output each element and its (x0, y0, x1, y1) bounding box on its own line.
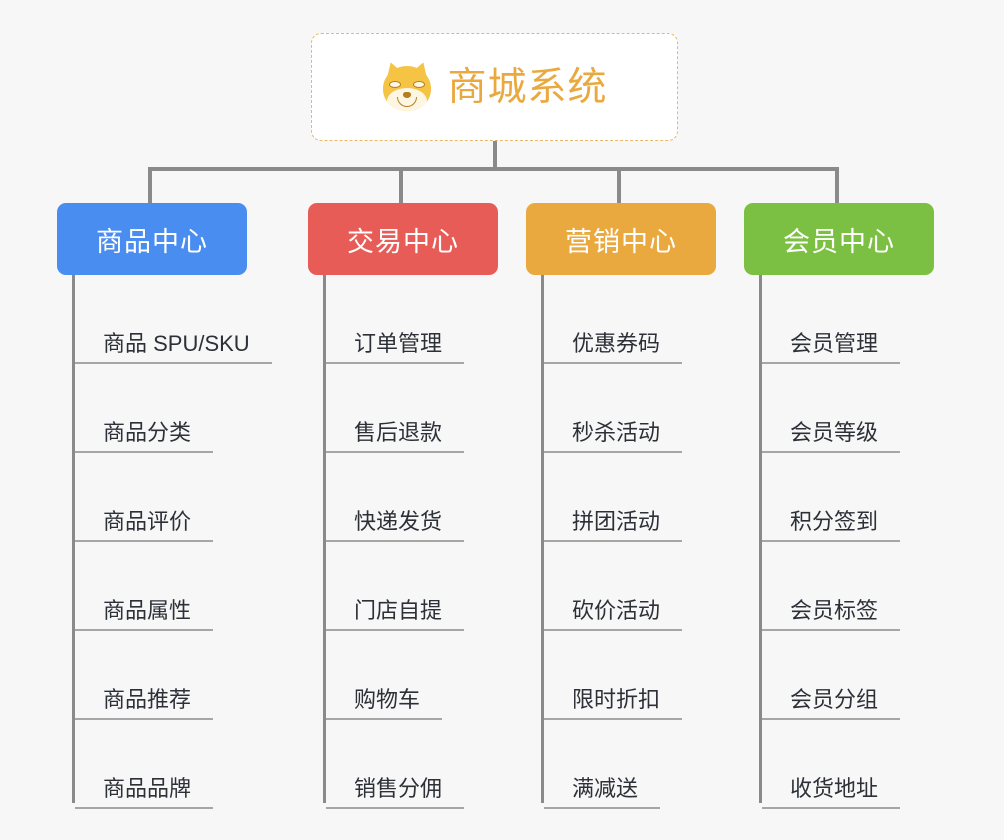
list-item[interactable]: 会员分组 (762, 631, 934, 720)
leaf-label: 会员标签 (790, 597, 879, 623)
branch-spine-4 (759, 275, 762, 803)
leaf-label: 会员等级 (790, 419, 879, 445)
branch-title-4: 会员中心 (783, 226, 895, 257)
leaf-label: 商品品牌 (103, 775, 192, 801)
leaf-label: 拼团活动 (572, 508, 661, 534)
branch-column-1: 商品中心 商品 SPU/SKU 商品分类 商品评价 商品属性 商品推荐 商品品牌 (57, 203, 272, 809)
branch-header-3[interactable]: 营销中心 (526, 203, 716, 275)
leaf-label: 会员管理 (790, 330, 879, 356)
branch-column-3: 营销中心 优惠券码 秒杀活动 拼团活动 砍价活动 限时折扣 满减送 (526, 203, 716, 809)
branch-items-1: 商品 SPU/SKU 商品分类 商品评价 商品属性 商品推荐 商品品牌 (57, 275, 272, 809)
list-item[interactable]: 商品属性 (75, 542, 272, 631)
branch-column-2: 交易中心 订单管理 售后退款 快递发货 门店自提 购物车 销售分佣 (308, 203, 498, 809)
list-item[interactable]: 限时折扣 (544, 631, 716, 720)
leaf-label: 销售分佣 (354, 775, 443, 801)
dog-nose-icon (403, 92, 412, 98)
list-item[interactable]: 砍价活动 (544, 542, 716, 631)
leaf-label: 商品评价 (103, 508, 192, 534)
branch-items-3: 优惠券码 秒杀活动 拼团活动 砍价活动 限时折扣 满减送 (526, 275, 716, 809)
list-item[interactable]: 拼团活动 (544, 453, 716, 542)
leaf-label: 购物车 (354, 686, 421, 712)
dog-eye-left-icon (389, 81, 402, 88)
leaf-label: 收货地址 (790, 775, 879, 801)
list-item[interactable]: 商品评价 (75, 453, 272, 542)
list-item[interactable]: 销售分佣 (326, 720, 498, 809)
branch-items-4: 会员管理 会员等级 积分签到 会员标签 会员分组 收货地址 (744, 275, 934, 809)
list-item[interactable]: 秒杀活动 (544, 364, 716, 453)
list-item[interactable]: 门店自提 (326, 542, 498, 631)
leaf-label: 会员分组 (790, 686, 879, 712)
leaf-label: 商品分类 (103, 419, 192, 445)
root-title: 商城系统 (447, 65, 608, 109)
list-item[interactable]: 会员等级 (762, 364, 934, 453)
branch-column-4: 会员中心 会员管理 会员等级 积分签到 会员标签 会员分组 收货地址 (744, 203, 934, 809)
leaf-label: 商品推荐 (103, 686, 192, 712)
list-item[interactable]: 积分签到 (762, 453, 934, 542)
dog-head-icon (383, 66, 432, 111)
dog-face-icon (381, 59, 433, 113)
leaf-label: 商品 SPU/SKU (103, 330, 250, 356)
list-item[interactable]: 订单管理 (326, 275, 498, 364)
leaf-label: 秒杀活动 (572, 419, 661, 445)
branch-header-4[interactable]: 会员中心 (744, 203, 934, 275)
branch-spine-2 (323, 275, 326, 803)
leaf-label: 满减送 (572, 775, 639, 801)
branch-title-1: 商品中心 (96, 226, 208, 257)
leaf-label: 门店自提 (354, 597, 443, 623)
list-item[interactable]: 购物车 (326, 631, 498, 720)
list-item[interactable]: 商品 SPU/SKU (75, 275, 272, 364)
leaf-label: 商品属性 (103, 597, 192, 623)
list-item[interactable]: 优惠券码 (544, 275, 716, 364)
root-node[interactable]: 商城系统 (311, 33, 678, 141)
list-item[interactable]: 商品品牌 (75, 720, 272, 809)
branch-header-1[interactable]: 商品中心 (57, 203, 247, 275)
leaf-label: 订单管理 (354, 330, 443, 356)
leaf-label: 售后退款 (354, 419, 443, 445)
branch-title-3: 营销中心 (565, 226, 677, 257)
branch-header-2[interactable]: 交易中心 (308, 203, 498, 275)
list-item[interactable]: 快递发货 (326, 453, 498, 542)
list-item[interactable]: 会员管理 (762, 275, 934, 364)
branch-spine-1 (72, 275, 75, 803)
leaf-label: 快递发货 (354, 508, 443, 534)
branch-spine-3 (541, 275, 544, 803)
list-item[interactable]: 售后退款 (326, 364, 498, 453)
list-item[interactable]: 满减送 (544, 720, 716, 809)
branch-title-2: 交易中心 (347, 226, 459, 257)
branch-items-2: 订单管理 售后退款 快递发货 门店自提 购物车 销售分佣 (308, 275, 498, 809)
leaf-label: 积分签到 (790, 508, 879, 534)
list-item[interactable]: 收货地址 (762, 720, 934, 809)
list-item[interactable]: 商品分类 (75, 364, 272, 453)
dog-eye-right-icon (413, 81, 426, 88)
connector-horizontal-bus (148, 167, 839, 171)
connector-drop-1 (148, 167, 152, 205)
leaf-label: 优惠券码 (572, 330, 661, 356)
connector-drop-4 (835, 167, 839, 205)
list-item[interactable]: 会员标签 (762, 542, 934, 631)
connector-drop-2 (399, 167, 403, 205)
list-item[interactable]: 商品推荐 (75, 631, 272, 720)
leaf-label: 砍价活动 (572, 597, 661, 623)
leaf-label: 限时折扣 (572, 686, 661, 712)
connector-root-stem (493, 141, 497, 169)
connector-drop-3 (617, 167, 621, 205)
